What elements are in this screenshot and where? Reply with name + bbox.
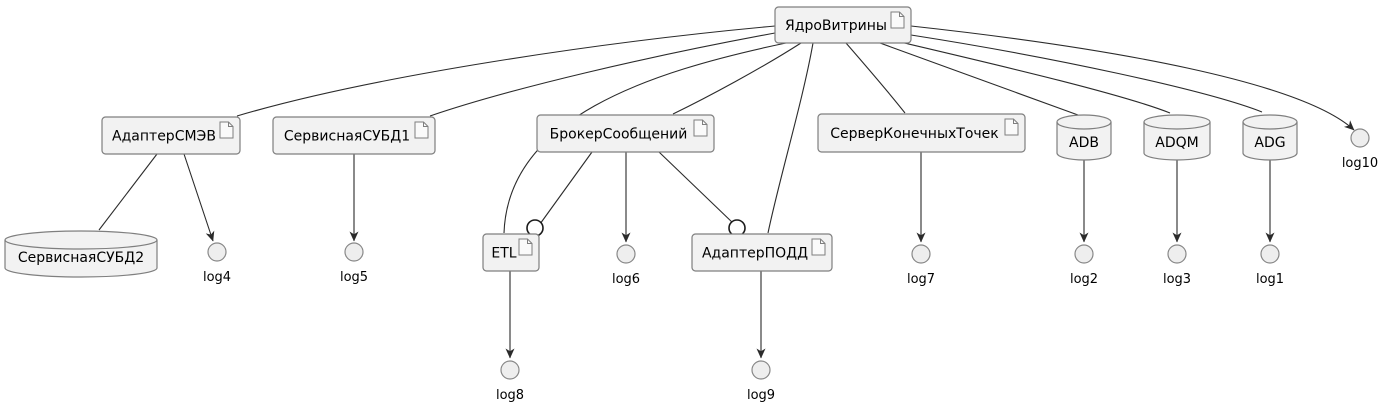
edge-yadro-vitriny-to-broker-soobshcheniy	[672, 42, 802, 115]
artifact-page-icon	[811, 238, 826, 256]
node-server-konechnykh-tochek: СерверКонечныхТочек	[817, 113, 1026, 153]
node-broker-soobshcheniy: БрокерСообщений	[536, 114, 715, 153]
node-label: ADG	[1254, 135, 1285, 151]
node-label: БрокерСообщений	[550, 127, 688, 143]
edge-adapter-smev-to-servisnaya-subd2	[98, 153, 158, 231]
database-cylinder-icon	[1056, 114, 1112, 161]
interface-circle-icon	[207, 242, 227, 262]
interface-label: log6	[612, 272, 640, 287]
interface-circle-icon	[751, 360, 771, 380]
database-cylinder-icon	[1242, 114, 1298, 161]
node-log7: log7	[907, 244, 935, 287]
node-label: СервиснаяСУБД2	[18, 250, 144, 266]
edges-layer	[98, 25, 1355, 359]
edge-yadro-vitriny-to-servisnaya-subd1	[429, 32, 776, 117]
interface-label: log1	[1256, 272, 1284, 287]
edge-adapter-smev-to-log4	[183, 153, 215, 242]
interface-label: log4	[203, 270, 231, 285]
node-adapter-smev: АдаптерСМЭВ	[101, 116, 241, 155]
node-label: АдаптерПОДД	[702, 246, 808, 262]
edge-yadro-vitriny-to-log10	[910, 25, 1355, 131]
node-label: ЯдроВитрины	[785, 18, 887, 34]
node-etl: ETL	[482, 233, 540, 272]
node-log9: log9	[747, 360, 775, 403]
edge-yadro-vitriny-to-adapter-podd	[767, 42, 814, 234]
interface-label: log2	[1070, 272, 1098, 287]
node-log6: log6	[612, 244, 640, 287]
node-adb: ADB	[1056, 114, 1112, 161]
node-log2: log2	[1070, 244, 1098, 287]
interface-label: log7	[907, 272, 935, 287]
node-label: СервиснаяСУБД1	[284, 129, 410, 145]
interface-circle-icon	[1074, 244, 1094, 264]
interface-circle-icon	[616, 244, 636, 264]
edge-broker-soobshcheniy-to-etl	[526, 151, 593, 237]
node-label: АдаптерСМЭВ	[112, 129, 216, 145]
artifact-page-icon	[890, 11, 905, 29]
edge-yadro-vitriny-to-etl	[503, 42, 787, 234]
interface-circle-icon	[911, 244, 931, 264]
node-log3: log3	[1163, 244, 1191, 287]
edge-yadro-vitriny-to-server-konechnykh-tochek	[845, 42, 906, 114]
node-yadro-vitriny: ЯдроВитрины	[774, 6, 912, 44]
node-label: ETL	[491, 246, 516, 262]
artifact-page-icon	[693, 119, 708, 137]
interface-label: log5	[340, 270, 368, 285]
edge-yadro-vitriny-to-adqm	[899, 41, 1171, 114]
node-label: СерверКонечныхТочек	[830, 126, 999, 142]
interface-circle-icon	[1167, 244, 1187, 264]
node-adg: ADG	[1242, 114, 1298, 161]
interface-label: log3	[1163, 272, 1191, 287]
interface-circle-icon	[500, 360, 520, 380]
node-label: ADB	[1069, 135, 1099, 151]
database-cylinder-icon	[1143, 114, 1211, 161]
interface-circle-icon	[344, 242, 364, 262]
node-log1: log1	[1256, 244, 1284, 287]
artifact-page-icon	[414, 121, 429, 139]
node-log4: log4	[203, 242, 231, 285]
node-adapter-podd: АдаптерПОДД	[691, 233, 833, 272]
node-label: ADQM	[1155, 135, 1198, 151]
edge-yadro-vitriny-to-adb	[879, 42, 1079, 116]
artifact-page-icon	[518, 238, 533, 256]
artifact-page-icon	[1004, 118, 1019, 136]
database-cylinder-icon	[4, 230, 158, 278]
interface-label: log10	[1342, 156, 1378, 171]
node-log8: log8	[496, 360, 524, 403]
node-log10: log10	[1342, 128, 1378, 171]
edge-broker-soobshcheniy-to-adapter-podd	[658, 151, 746, 237]
node-log5: log5	[340, 242, 368, 285]
artifact-page-icon	[219, 121, 234, 139]
interface-label: log9	[747, 388, 775, 403]
node-servisnaya-subd2: СервиснаяСУБД2	[4, 230, 158, 278]
edge-yadro-vitriny-to-adapter-smev	[236, 25, 776, 117]
node-adqm: ADQM	[1143, 114, 1211, 161]
node-servisnaya-subd1: СервиснаяСУБД1	[272, 116, 436, 155]
interface-label: log8	[496, 388, 524, 403]
interface-circle-icon	[1260, 244, 1280, 264]
edge-yadro-vitriny-to-adg	[910, 34, 1263, 113]
interface-circle-icon	[1350, 128, 1370, 148]
